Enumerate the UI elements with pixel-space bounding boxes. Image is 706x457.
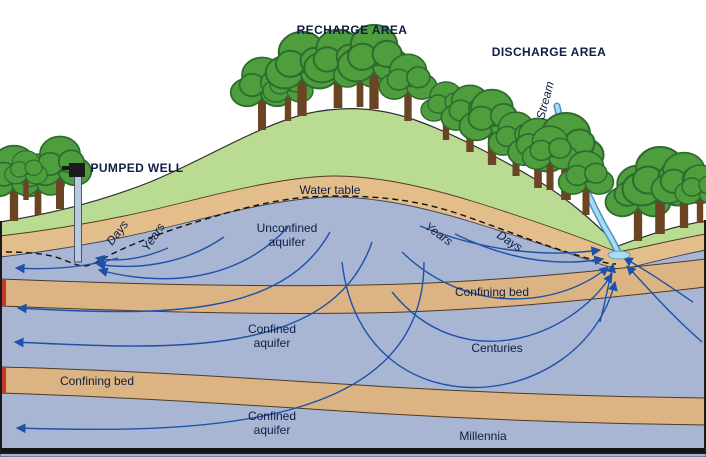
edge-face-marks [0, 279, 6, 393]
label-discharge-area: DISCHARGE AREA [492, 45, 607, 59]
flow-arrow [16, 231, 331, 314]
flow-lines [13, 158, 703, 434]
flow-arrow [599, 262, 616, 323]
label-pumped-well: PUMPED WELL [90, 161, 183, 175]
well-pump-head [69, 163, 85, 177]
confining-bed-lower-layer [0, 366, 706, 426]
flow-arrow [454, 233, 605, 266]
flow-arrow [341, 261, 618, 389]
labels: RECHARGE AREA DISCHARGE AREA PUMPED WELL… [60, 23, 606, 443]
label-confined-aquifer-bottom-1: Confined [248, 409, 296, 423]
block-border [0, 220, 706, 454]
flow-arrow [95, 236, 225, 271]
label-millennia: Millennia [459, 429, 507, 443]
discharge-pool [607, 250, 631, 260]
label-water-table: Water table [300, 183, 361, 197]
flow-arrow [13, 241, 373, 348]
label-confined-aquifer-mid-2: aquifer [254, 336, 291, 350]
confining-bed-upper-layer [0, 258, 706, 314]
flow-arrow [419, 225, 602, 257]
label-unconfined-aquifer-1: Unconfined [257, 221, 318, 235]
label-unconfined-aquifer-2: aquifer [269, 235, 306, 249]
diagram-base-strip [0, 448, 706, 454]
label-confining-bed-upper: Confining bed [455, 285, 529, 299]
flow-arrow [15, 261, 425, 434]
pumped-well [62, 163, 85, 263]
flow-arrow [14, 257, 119, 274]
flow-arrow [622, 257, 694, 303]
flow-arrow [94, 247, 169, 265]
label-centuries: Centuries [471, 341, 522, 355]
flow-arrow [401, 251, 609, 300]
label-confined-aquifer-bottom-2: aquifer [254, 423, 291, 437]
well-pump-spout [62, 166, 70, 170]
flow-arrow [97, 226, 289, 280]
water-table-line [5, 195, 617, 267]
label-confined-aquifer-mid-1: Confined [248, 322, 296, 336]
label-recharge-area: RECHARGE AREA [297, 23, 408, 37]
label-confining-bed-lower: Confining bed [60, 374, 134, 388]
flow-arrow [391, 272, 613, 342]
flow-arrow [626, 265, 703, 343]
